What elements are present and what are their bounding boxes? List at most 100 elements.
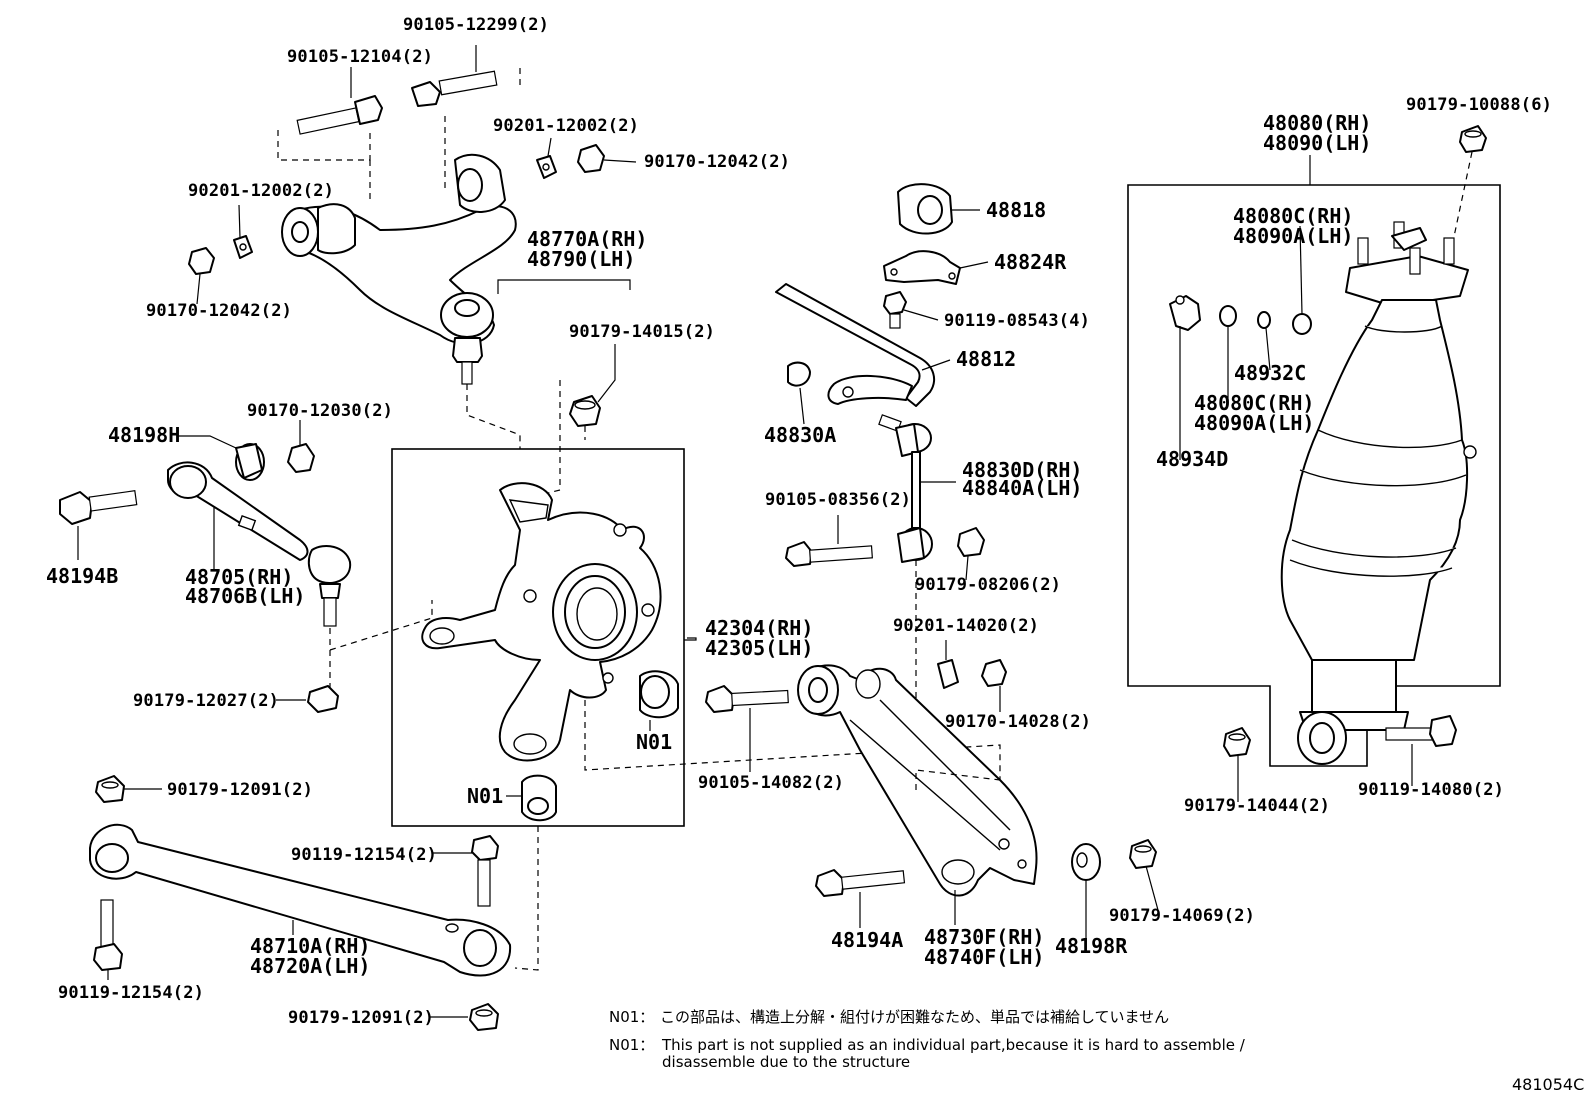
- label-90119-12154-low[interactable]: 90119-12154(2): [58, 983, 204, 1003]
- bushing-48818[interactable]: [897, 183, 953, 235]
- label-48194A[interactable]: 48194A: [831, 928, 903, 952]
- bracket-48824R[interactable]: [883, 250, 961, 285]
- label-90105-14082[interactable]: 90105-14082(2): [698, 773, 844, 793]
- label-48710A[interactable]: 48710A(RH): [250, 934, 370, 958]
- label-48090[interactable]: 48090(LH): [1263, 131, 1371, 155]
- steering-knuckle-42304[interactable]: [421, 482, 662, 762]
- stabilizer-bar-48812[interactable]: [775, 283, 936, 407]
- bushing-48198H[interactable]: [235, 443, 265, 481]
- label-42304[interactable]: 42304(RH): [705, 616, 813, 640]
- nut-90179-10088[interactable]: [1459, 125, 1487, 153]
- bushing-48198R[interactable]: [1071, 843, 1101, 881]
- label-90170-14028[interactable]: 90170-14028(2): [945, 712, 1091, 732]
- washer-90201-12002-top[interactable]: [536, 155, 557, 179]
- label-90179-12091-low[interactable]: 90179-12091(2): [288, 1008, 434, 1028]
- label-48770A[interactable]: 48770A(RH): [527, 227, 647, 251]
- label-N01-b[interactable]: N01: [467, 784, 503, 808]
- label-48080[interactable]: 48080(RH): [1263, 111, 1371, 135]
- label-48790[interactable]: 48790(LH): [527, 247, 635, 271]
- label-90179-12091-top[interactable]: 90179-12091(2): [167, 780, 313, 800]
- connector-48934D[interactable]: [1169, 295, 1201, 331]
- label-90119-14080[interactable]: 90119-14080(2): [1358, 780, 1504, 800]
- label-48740F[interactable]: 48740F(LH): [924, 945, 1044, 969]
- nut-90179-12091-low[interactable]: [469, 1003, 499, 1031]
- shock-group: [1169, 125, 1487, 765]
- label-90201-14020[interactable]: 90201-14020(2): [893, 616, 1039, 636]
- label-48824R[interactable]: 48824R: [994, 250, 1067, 274]
- bolt-90119-14080[interactable]: [1385, 715, 1457, 747]
- label-48720A[interactable]: 48720A(LH): [250, 954, 370, 978]
- label-48706B[interactable]: 48706B(LH): [185, 584, 305, 608]
- washer-90201-14020[interactable]: [937, 659, 959, 689]
- label-90105-08356[interactable]: 90105-08356(2): [765, 490, 911, 510]
- label-90105-12299[interactable]: 90105-12299(2): [403, 15, 549, 35]
- bushing-N01-a[interactable]: [639, 670, 679, 719]
- oring-48080C-mid[interactable]: [1219, 305, 1237, 327]
- leader-lines: [77, 45, 1413, 1018]
- lower-link-48710A[interactable]: [89, 823, 512, 977]
- label-48830A[interactable]: 48830A: [764, 423, 836, 447]
- clip-48932C[interactable]: [1257, 311, 1271, 329]
- bolt-90105-12299[interactable]: [411, 70, 498, 107]
- label-90179-08206[interactable]: 90179-08206(2): [915, 575, 1061, 595]
- label-90179-12027[interactable]: 90179-12027(2): [133, 691, 279, 711]
- bolt-48194A[interactable]: [815, 869, 906, 897]
- label-90119-08543[interactable]: 90119-08543(4): [944, 311, 1090, 331]
- label-48080C-top[interactable]: 48080C(RH): [1233, 204, 1353, 228]
- label-48198R[interactable]: 48198R: [1055, 934, 1128, 958]
- bolt-90105-12104[interactable]: [296, 95, 383, 135]
- label-90179-14015[interactable]: 90179-14015(2): [569, 322, 715, 342]
- label-48818[interactable]: 48818: [986, 198, 1046, 222]
- label-90105-12104[interactable]: 90105-12104(2): [287, 47, 433, 67]
- bolt-90119-12154-low[interactable]: [93, 899, 123, 971]
- nut-90170-12042-left[interactable]: [188, 247, 215, 275]
- label-48090A-mid[interactable]: 48090A(LH): [1194, 411, 1314, 435]
- shock-group-frame: [1127, 184, 1501, 767]
- label-90201-12002-left[interactable]: 90201-12002(2): [188, 181, 334, 201]
- label-90179-14044[interactable]: 90179-14044(2): [1184, 796, 1330, 816]
- label-48830D[interactable]: 48830D(RH): [962, 458, 1082, 482]
- nut-90170-12042-top[interactable]: [577, 144, 605, 173]
- toe-link-48705[interactable]: [167, 461, 352, 627]
- bolt-90105-14082[interactable]: [705, 685, 789, 713]
- washer-90201-12002-left[interactable]: [233, 235, 253, 259]
- nut-48830A[interactable]: [787, 361, 811, 387]
- label-90119-12154-mid[interactable]: 90119-12154(2): [291, 845, 437, 865]
- label-48705[interactable]: 48705(RH): [185, 565, 293, 589]
- nut-90179-08206[interactable]: [957, 527, 985, 557]
- label-N01-a[interactable]: N01: [636, 730, 672, 754]
- upper-control-arm[interactable]: [281, 153, 517, 385]
- label-48198H[interactable]: 48198H: [108, 423, 180, 447]
- bolt-90119-08543[interactable]: [883, 291, 907, 329]
- nut-90170-14028[interactable]: [981, 659, 1007, 687]
- bolt-90105-08356[interactable]: [785, 541, 873, 567]
- nut-90179-14044[interactable]: [1223, 727, 1251, 757]
- label-90201-12002-top[interactable]: 90201-12002(2): [493, 116, 639, 136]
- label-90179-10088[interactable]: 90179-10088(6): [1406, 95, 1552, 115]
- bolt-90119-12154-mid[interactable]: [471, 835, 499, 907]
- label-90179-14069[interactable]: 90179-14069(2): [1109, 906, 1255, 926]
- label-90170-12030[interactable]: 90170-12030(2): [247, 401, 393, 421]
- label-48812[interactable]: 48812: [956, 347, 1016, 371]
- label-48090A-top[interactable]: 48090A(LH): [1233, 224, 1353, 248]
- nut-90179-14015[interactable]: [569, 395, 601, 427]
- label-42305[interactable]: 42305(LH): [705, 636, 813, 660]
- label-48932C[interactable]: 48932C: [1234, 361, 1306, 385]
- label-48730F[interactable]: 48730F(RH): [924, 925, 1044, 949]
- label-90170-12042-top[interactable]: 90170-12042(2): [644, 152, 790, 172]
- nut-90170-12030[interactable]: [287, 443, 315, 473]
- oring-48080C-top[interactable]: [1292, 313, 1312, 335]
- lower-arm-48730F[interactable]: [797, 664, 1038, 897]
- stabilizer-link-48830D[interactable]: [878, 414, 933, 563]
- label-90170-12042-left[interactable]: 90170-12042(2): [146, 301, 292, 321]
- label-48080C-mid[interactable]: 48080C(RH): [1194, 391, 1314, 415]
- bolt-48194B[interactable]: [59, 490, 138, 525]
- nut-90179-14069[interactable]: [1129, 839, 1157, 869]
- shock-absorber-48080[interactable]: [1280, 221, 1477, 765]
- label-48194B[interactable]: 48194B: [46, 564, 118, 588]
- bushing-N01-b[interactable]: [521, 774, 557, 822]
- nut-90179-12027[interactable]: [307, 685, 339, 713]
- label-48840A[interactable]: 48840A(LH): [962, 476, 1082, 500]
- nut-90179-12091-top[interactable]: [95, 775, 125, 803]
- label-48934D[interactable]: 48934D: [1156, 447, 1228, 471]
